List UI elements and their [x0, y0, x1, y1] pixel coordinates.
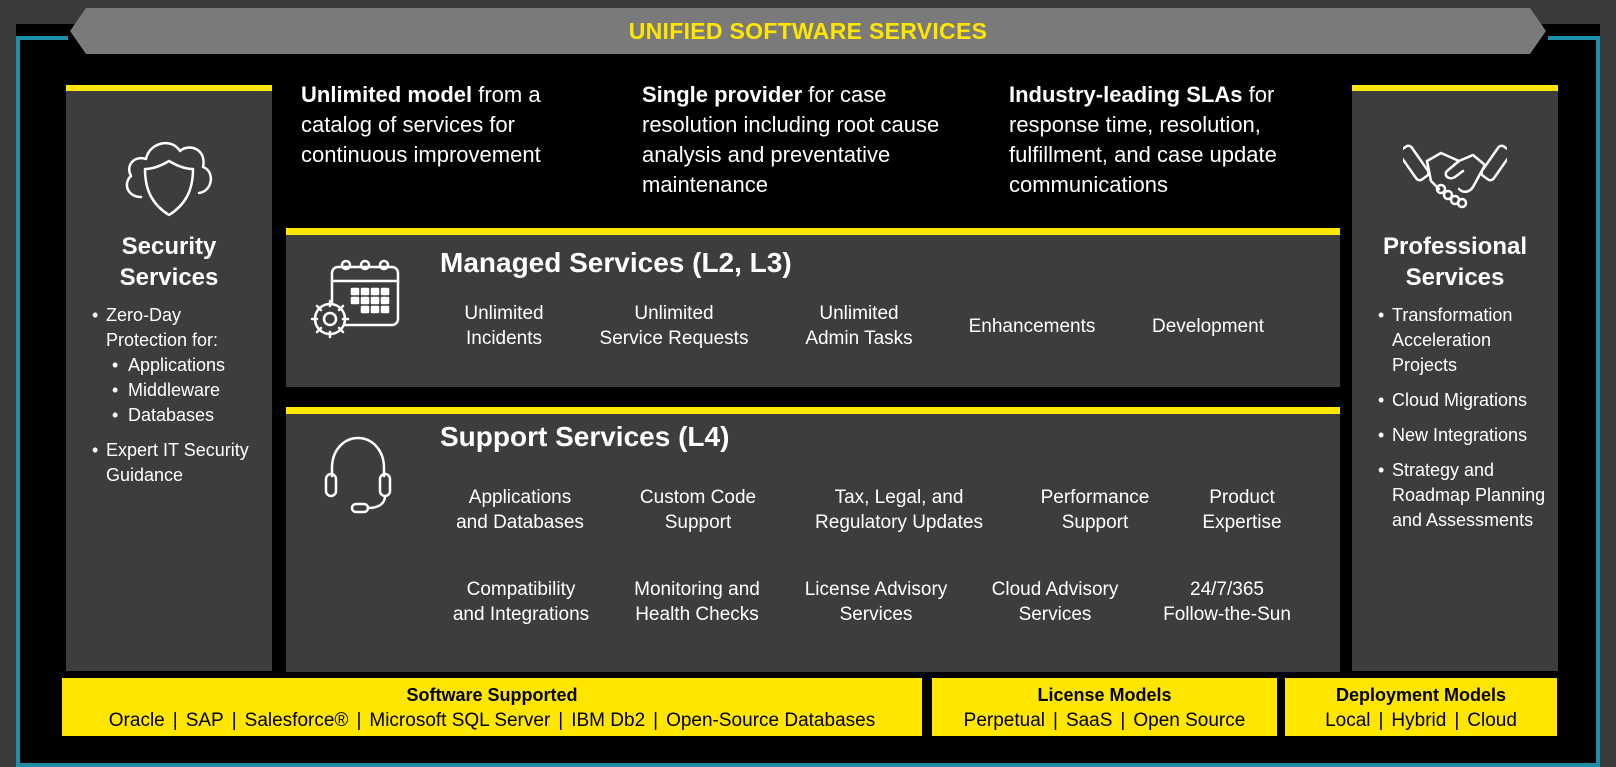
list-item: Databases [92, 403, 262, 428]
security-list: Zero-Day Protection for: Applications Mi… [92, 303, 262, 488]
professional-services-panel: Professional Services Transformation Acc… [1352, 85, 1558, 671]
value-prop-unlimited: Unlimited model from a catalog of servic… [301, 82, 541, 167]
headset-icon [322, 432, 394, 521]
managed-services-title: Managed Services (L2, L3) [440, 247, 792, 278]
deployment-models-box: Deployment Models Local|Hybrid|Cloud [1285, 678, 1557, 736]
value-prop-slas: Industry-leading SLAs for response time,… [1009, 82, 1277, 197]
list-item: Middleware [92, 378, 262, 403]
software-supported-box: Software Supported Oracle|SAP|Salesforce… [62, 678, 922, 736]
list-item: Cloud Migrations [1378, 388, 1548, 413]
managed-services-panel: Managed Services (L2, L3) [286, 228, 1340, 387]
frame-line-top-left [16, 36, 68, 40]
software-supported-list: Oracle|SAP|Salesforce®|Microsoft SQL Ser… [108, 710, 876, 731]
deployment-models-title: Deployment Models [1335, 685, 1507, 705]
license-models-list: Perpetual|SaaS|Open Source [963, 710, 1246, 731]
support-services-panel: Support Services (L4) [286, 407, 1340, 672]
security-services-panel: Security Services Zero-Day Protection fo… [66, 85, 272, 671]
handshake-icon [1398, 131, 1512, 220]
cloud-shield-icon [119, 131, 219, 224]
calendar-gear-icon [310, 253, 406, 344]
list-item: Strategy and Roadmap Planning and Assess… [1378, 458, 1548, 533]
list-item: Applications [92, 353, 262, 378]
frame-line-right [1596, 36, 1600, 767]
title-banner: UNIFIED SOFTWARE SERVICES [70, 8, 1546, 54]
support-services-title: Support Services (L4) [440, 421, 730, 452]
list-item: New Integrations [1378, 423, 1548, 448]
professional-list: Transformation Acceleration Projects Clo… [1378, 303, 1548, 533]
list-item: Zero-Day Protection for: [92, 303, 262, 353]
list-item: Expert IT Security Guidance [92, 438, 262, 488]
frame-line-left [16, 36, 20, 767]
frame-line-bottom [16, 763, 1600, 767]
license-models-title: License Models [1037, 685, 1172, 705]
service-item: Enhancements [968, 316, 1096, 337]
list-item: Transformation Acceleration Projects [1378, 303, 1548, 378]
banner-title: UNIFIED SOFTWARE SERVICES [628, 17, 988, 44]
professional-title: Professional Services [1382, 233, 1528, 291]
deployment-models-list: Local|Hybrid|Cloud [1325, 710, 1517, 731]
software-supported-title: Software Supported [406, 685, 578, 705]
license-models-box: License Models Perpetual|SaaS|Open Sourc… [932, 678, 1277, 736]
frame-line-top-right [1548, 36, 1600, 40]
security-title: Security Services [119, 233, 219, 291]
service-item: Development [1152, 316, 1264, 337]
value-prop-single-provider: Single provider for case resolution incl… [642, 82, 940, 197]
